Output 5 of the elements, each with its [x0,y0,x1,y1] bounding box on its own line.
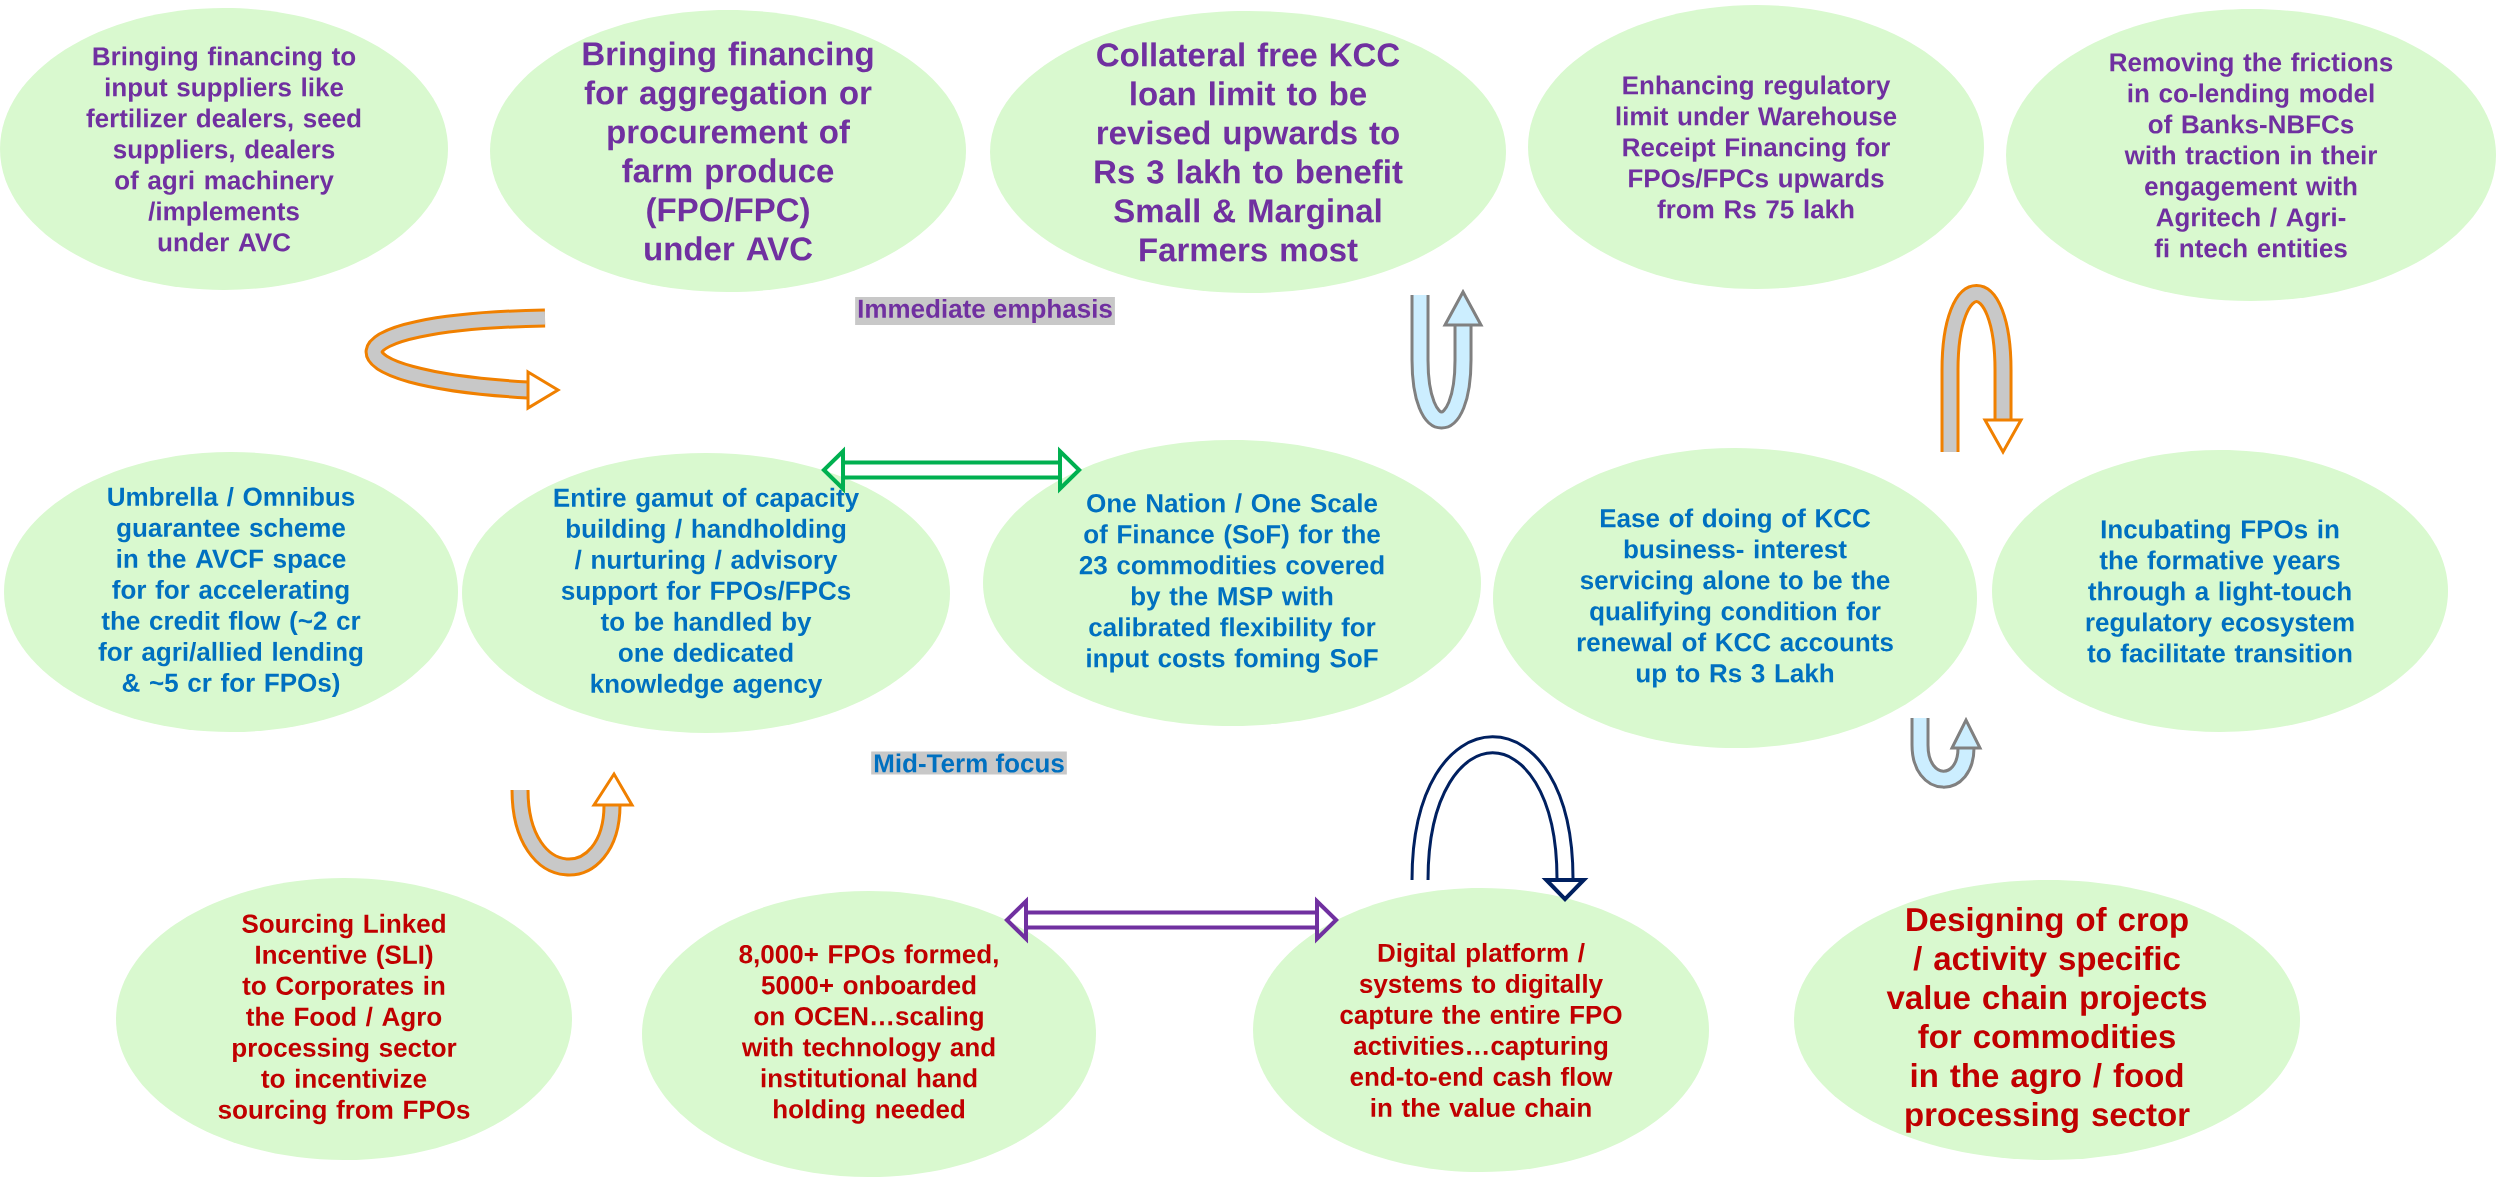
double-arrow [1004,896,1339,944]
section-label: Mid-Term focus [871,751,1067,775]
section-label: Immediate emphasis [855,296,1115,326]
curved-arrow [1410,735,1589,902]
double-arrow [821,446,1082,494]
